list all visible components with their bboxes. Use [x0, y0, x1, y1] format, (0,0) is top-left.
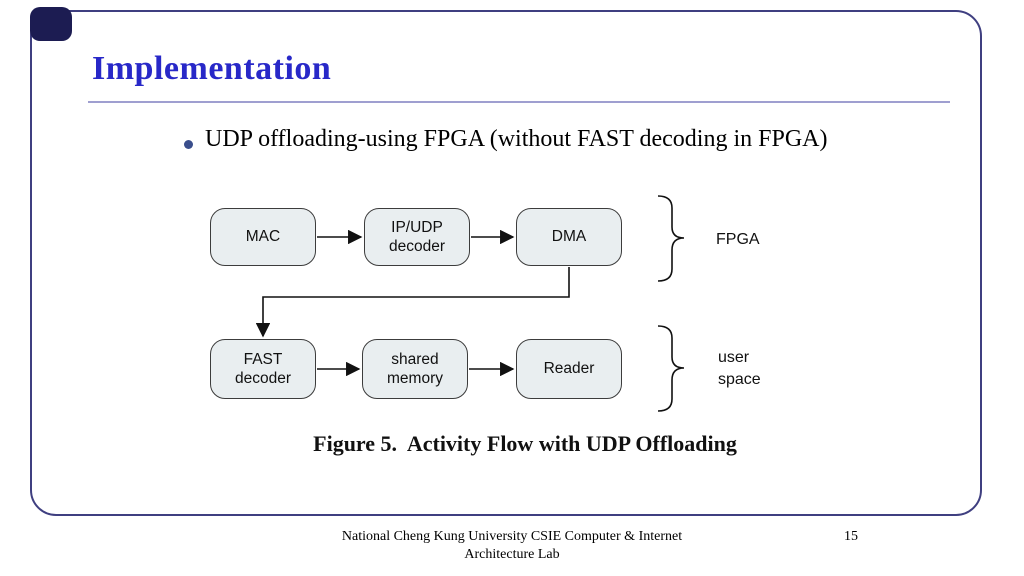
- node-shared-memory-label: shared memory: [387, 350, 443, 387]
- corner-decoration: [30, 7, 72, 41]
- node-reader-label: Reader: [543, 360, 595, 378]
- node-ip-udp-decoder-label: IP/UDP decoder: [388, 218, 445, 255]
- group-label-user-space: user space: [718, 349, 761, 388]
- node-ip-udp-decoder: IP/UDP decoder: [364, 208, 470, 266]
- node-mac: MAC: [210, 208, 316, 266]
- node-mac-label: MAC: [245, 228, 281, 246]
- title-divider: [88, 101, 950, 103]
- group-label-fpga: FPGA: [716, 231, 760, 248]
- node-fast-decoder: FAST decoder: [210, 339, 316, 399]
- footer: National Cheng Kung University CSIE Comp…: [0, 528, 1024, 564]
- connector-dma-to-fast-decoder: [255, 267, 570, 338]
- slide-border: [30, 10, 982, 516]
- node-dma: DMA: [516, 208, 622, 266]
- page-number: 15: [844, 529, 858, 544]
- figure-caption: Figure 5. Activity Flow with UDP Offload…: [313, 431, 737, 456]
- node-reader: Reader: [516, 339, 622, 399]
- bullet-text: UDP offloading-using FPGA (without FAST …: [205, 126, 828, 152]
- footer-line1: National Cheng Kung University CSIE Comp…: [341, 529, 683, 544]
- node-fast-decoder-label: FAST decoder: [234, 350, 291, 387]
- node-dma-label: DMA: [551, 228, 587, 246]
- bullet-icon: [184, 140, 193, 149]
- node-shared-memory: shared memory: [362, 339, 468, 399]
- page-title: Implementation: [92, 50, 332, 87]
- user-space-brace: [657, 325, 685, 412]
- footer-line2: Architecture Lab: [464, 547, 560, 563]
- fpga-brace: [657, 195, 685, 282]
